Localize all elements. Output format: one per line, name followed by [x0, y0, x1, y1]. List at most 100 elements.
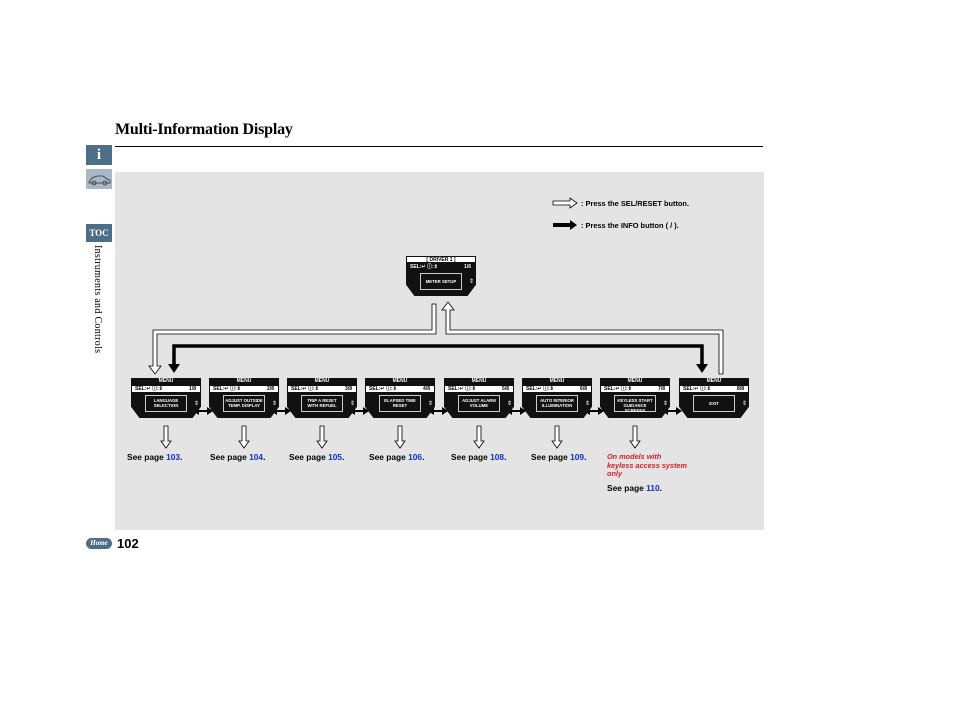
updown-icon: ⇕ — [506, 401, 512, 407]
see-page-text: See page — [451, 452, 491, 462]
page-ref-number[interactable]: 109 — [570, 452, 585, 462]
down-arrows — [160, 425, 641, 449]
screen-sel-row: SEL:↵ ⓘ:⇕1/6 — [406, 263, 476, 271]
screen-label: ADJUST ALARM VOLUME — [458, 395, 500, 412]
see-page-link[interactable]: See page 110. — [607, 483, 662, 493]
updown-icon: ⇕ — [427, 401, 433, 407]
sel-text: SEL:↵ ⓘ:⇕ — [448, 386, 476, 392]
screen-body — [406, 271, 476, 296]
see-page-text: See page — [607, 483, 647, 493]
screen-page: 8/8 — [737, 386, 744, 392]
screen-header: MENU — [679, 378, 749, 385]
screen-label: ADJUST OUTSIDE TEMP. DISPLAY — [223, 395, 265, 412]
legend-info: : Press the INFO button ( / ). — [581, 221, 679, 230]
screen-label: TRIP A RESET WITH REFUEL — [301, 395, 343, 412]
menu-screen: MENU SEL:↵ ⓘ:⇕4/8 ELAPSED TIME RESET ⇕ — [365, 378, 435, 418]
title-rule — [115, 146, 763, 147]
screen-sel-row: SEL:↵ ⓘ:⇕7/8 — [600, 385, 670, 393]
updown-icon: ⇕ — [349, 401, 355, 407]
screen-sel-row: SEL:↵ ⓘ:⇕3/8 — [287, 385, 357, 393]
menu-screen: MENU SEL:↵ ⓘ:⇕6/8 AUTO INTERIOR ILLUMINA… — [522, 378, 592, 418]
screen-header: MENU — [365, 378, 435, 385]
keyless-note: On models with keyless access system onl… — [607, 452, 687, 479]
sel-text: SEL:↵ ⓘ:⇕ — [410, 264, 438, 270]
updown-icon: ⇕ — [468, 279, 474, 285]
screen-label: LANGUAGE SELECTION — [145, 395, 187, 412]
see-page-dot: . — [584, 452, 587, 462]
screen-sel-row: SEL:↵ ⓘ:⇕ 8/8 — [679, 385, 749, 393]
toc-button[interactable]: TOC — [86, 224, 112, 242]
updown-icon: ⇕ — [584, 401, 590, 407]
menu-screen: MENU SEL:↵ ⓘ:⇕7/8 KEYLESS START GUIDANCE… — [600, 378, 670, 418]
home-button[interactable]: Home — [86, 538, 112, 549]
screen-sel-row: SEL:↵ ⓘ:⇕5/8 — [444, 385, 514, 393]
top-screen-driver: [ DRIVER 1 ] SEL:↵ ⓘ:⇕1/6 METER SETUP ⇕ — [406, 256, 476, 296]
screen-body — [600, 393, 670, 418]
see-page-link[interactable]: See page 106. — [369, 452, 424, 462]
menu-screen: MENU SEL:↵ ⓘ:⇕1/8 LANGUAGE SELECTION ⇕ — [131, 378, 201, 418]
see-page-text: See page — [289, 452, 329, 462]
screen-body — [522, 393, 592, 418]
page-ref-number[interactable]: 108 — [490, 452, 505, 462]
menu-screen: MENU SEL:↵ ⓘ:⇕5/8 ADJUST ALARM VOLUME ⇕ — [444, 378, 514, 418]
menu-screen: MENU SEL:↵ ⓘ:⇕8/8 EXIT ⇕ — [679, 378, 749, 418]
sel-text: SEL:↵ ⓘ:⇕ — [526, 386, 554, 392]
screen-body — [679, 393, 749, 418]
page-ref-number[interactable]: 103 — [166, 452, 181, 462]
screen-page: 1/8 — [189, 386, 196, 392]
screen-page: 2/8 — [267, 386, 274, 392]
sel-text: SEL:↵ ⓘ:⇕ — [135, 386, 163, 392]
page-ref-number[interactable]: 106 — [408, 452, 423, 462]
screen-page: 6/8 — [580, 386, 587, 392]
screen-body — [287, 393, 357, 418]
see-page-dot: . — [180, 452, 183, 462]
screen-label: ELAPSED TIME RESET — [379, 395, 421, 412]
screen-label: METER SETUP — [420, 273, 462, 290]
screen-sel-row: SEL:↵ ⓘ:⇕ 6/8 — [522, 385, 592, 393]
menu-screen: MENU SEL:↵ ⓘ:⇕ 2/8 ADJUST OUTSIDE TEMP. D… — [209, 378, 279, 418]
info-icon[interactable]: i — [86, 145, 112, 165]
legend-solid-arrow-icon — [553, 220, 577, 230]
see-page-text: See page — [210, 452, 250, 462]
hollow-path-up-right — [441, 301, 724, 375]
screen-header: [ DRIVER 1 ] — [406, 256, 476, 263]
see-page-dot: . — [342, 452, 345, 462]
see-page-link[interactable]: See page 105. — [289, 452, 344, 462]
screen-sel-row: SEL:↵ ⓘ:⇕4/8 — [365, 385, 435, 393]
see-page-link[interactable]: See page 108. — [451, 452, 506, 462]
screen-sel-row: SEL:↵ ⓘ:⇕ 1/8 — [131, 385, 201, 393]
see-page-link[interactable]: See page 104. — [210, 452, 265, 462]
page-ref-number[interactable]: 104 — [249, 452, 264, 462]
solid-arrowhead-left — [168, 364, 180, 373]
see-page-dot: . — [263, 452, 266, 462]
menu-screen: MENU SEL:↵ ⓘ:⇕3/8 TRIP A RESET WITH REFU… — [287, 378, 357, 418]
screen-page: 3/8 — [345, 386, 352, 392]
hollow-path-down-left — [148, 303, 437, 375]
sel-text: SEL:↵ ⓘ:⇕ — [369, 386, 397, 392]
screen-sel-row: SEL:↵ ⓘ:⇕ 2/8 — [209, 385, 279, 393]
page-ref-number[interactable]: 110 — [646, 483, 660, 493]
see-page-link[interactable]: See page 103. — [127, 452, 182, 462]
see-page-dot: . — [422, 452, 425, 462]
sel-text: SEL:↵ ⓘ:⇕ — [683, 386, 711, 392]
screen-header: MENU — [444, 378, 514, 385]
page-title: Multi-Information Display — [115, 121, 293, 138]
screen-body — [131, 393, 201, 418]
see-page-dot: . — [504, 452, 507, 462]
page-number: 102 — [117, 536, 139, 551]
page-ref-number[interactable]: 105 — [328, 452, 343, 462]
solid-arrowhead-right — [696, 364, 708, 373]
see-page-link[interactable]: See page 109. — [531, 452, 586, 462]
sel-text: SEL:↵ ⓘ:⇕ — [604, 386, 632, 392]
car-icon[interactable] — [86, 169, 112, 189]
sel-text: SEL:↵ ⓘ:⇕ — [213, 386, 241, 392]
diagram-panel — [115, 172, 764, 530]
screen-body — [209, 393, 279, 418]
see-page-text: See page — [127, 452, 167, 462]
screen-header: MENU — [131, 378, 201, 385]
updown-icon: ⇕ — [741, 401, 747, 407]
section-tab[interactable]: Instruments and Controls — [92, 245, 103, 354]
screen-header: MENU — [522, 378, 592, 385]
screen-header: MENU — [209, 378, 279, 385]
solid-path-loop — [172, 344, 704, 366]
